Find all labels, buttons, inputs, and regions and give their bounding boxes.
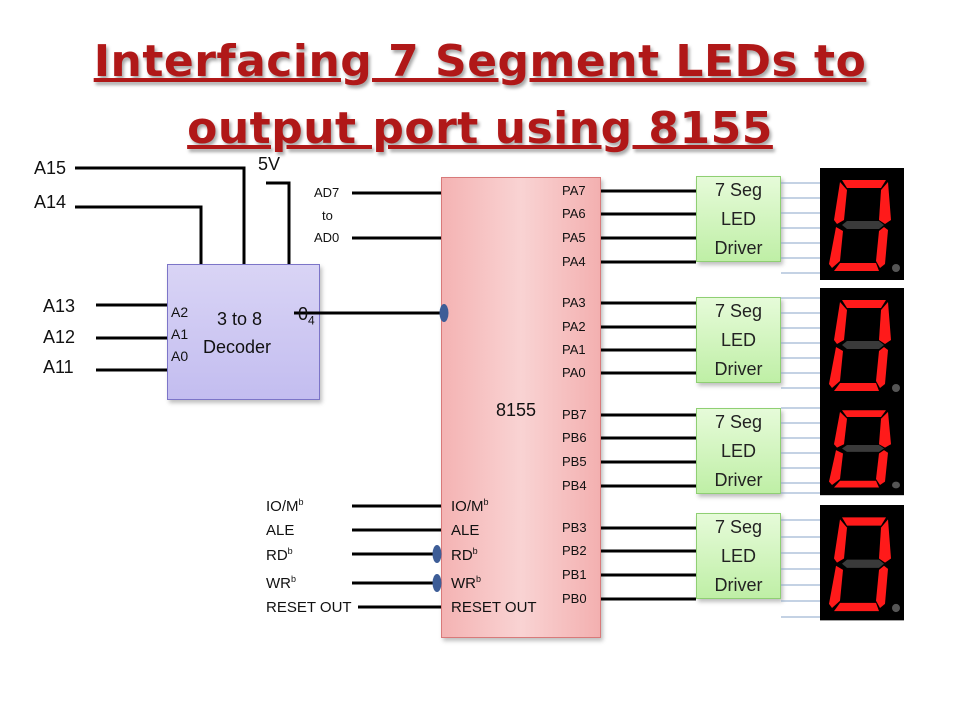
label-ad-to: to	[322, 208, 333, 223]
chip-pin-pa3: PA3	[562, 295, 586, 310]
bubble-rd	[432, 545, 442, 563]
chip-pin-rd: RDb	[451, 546, 478, 564]
label-a11: A11	[43, 357, 74, 377]
label-ad0: AD0	[314, 230, 340, 245]
chip-pin-pa5: PA5	[562, 230, 586, 245]
decoder-output-label: 04	[298, 304, 315, 328]
led-driver-4: 7 Seg LED Driver	[696, 513, 781, 599]
label-ext-reset: RESET OUT	[266, 599, 352, 616]
chip-name: 8155	[496, 400, 537, 420]
segment-lines-4	[781, 519, 820, 618]
decoder-box	[167, 264, 320, 400]
chip-pin-pb1: PB1	[562, 567, 587, 582]
led-driver-1: 7 Seg LED Driver	[696, 176, 781, 262]
bubble-wr	[432, 574, 442, 592]
led-driver-2-label: 7 Seg LED Driver	[714, 300, 763, 379]
wire-a15	[75, 166, 246, 264]
led-driver-1-label: 7 Seg LED Driver	[714, 179, 763, 258]
chip-pin-pb6: PB6	[562, 430, 587, 445]
led-driver-4-label: 7 Seg LED Driver	[714, 516, 763, 595]
chip-pin-pb7: PB7	[562, 407, 587, 422]
bubble-chip-select	[439, 304, 449, 322]
decoder-input-a1: A1	[171, 326, 189, 342]
chip-8155-box	[441, 177, 601, 638]
title-line-1: Interfacing 7 Segment LEDs to	[93, 36, 867, 87]
chip-pin-ale: ALE	[451, 522, 480, 539]
label-ext-iom: IO/Mb	[266, 497, 304, 515]
chip-pin-pa1: PA1	[562, 342, 586, 357]
chip-pin-pa4: PA4	[562, 254, 586, 269]
segment-lines	[781, 182, 820, 618]
label-a14: A14	[34, 192, 67, 212]
chip-pin-wr: WRb	[451, 574, 482, 592]
label-ext-rd: RDb	[266, 546, 293, 564]
segment-lines-2	[781, 297, 820, 389]
title-line-2: output port using 8155	[187, 103, 773, 154]
led-driver-3-label: 7 Seg LED Driver	[714, 411, 763, 490]
led-driver-3: 7 Seg LED Driver	[696, 408, 781, 494]
wire-5v	[266, 181, 291, 264]
decoder-label-line2: Decoder	[203, 337, 272, 357]
decoder-input-a2: A2	[171, 304, 189, 320]
decoder-label-line1: 3 to 8	[217, 309, 263, 329]
label-5v: 5V	[258, 154, 281, 174]
segment-lines-1	[781, 182, 820, 274]
label-a15: A15	[34, 158, 67, 178]
led-driver-2: 7 Seg LED Driver	[696, 297, 781, 383]
chip-pin-pb2: PB2	[562, 543, 587, 558]
chip-pin-pa0: PA0	[562, 365, 586, 380]
chip-pin-reset: RESET OUT	[451, 599, 537, 616]
seven-segment-display-2	[820, 288, 904, 400]
label-a13: A13	[43, 296, 76, 316]
wire-a14	[75, 205, 203, 264]
label-ext-ale: ALE	[266, 522, 295, 539]
seven-segment-display-4	[820, 505, 904, 621]
chip-pin-pb3: PB3	[562, 520, 587, 535]
chip-pin-pa7: PA7	[562, 183, 586, 198]
seven-segment-display-1	[820, 168, 904, 280]
chip-pin-pa2: PA2	[562, 319, 586, 334]
chip-pin-iom: IO/Mb	[451, 497, 489, 515]
chip-pin-pb0: PB0	[562, 591, 587, 606]
decoder-input-a0: A0	[171, 348, 189, 364]
chip-pin-pa6: PA6	[562, 206, 586, 221]
label-ext-wr: WRb	[266, 574, 297, 592]
label-a12: A12	[43, 327, 76, 347]
segment-lines-3	[781, 407, 820, 494]
chip-pin-pb4: PB4	[562, 478, 587, 493]
label-ad7: AD7	[314, 185, 340, 200]
chip-pin-pb5: PB5	[562, 454, 587, 469]
seven-segment-display-3	[820, 400, 904, 496]
